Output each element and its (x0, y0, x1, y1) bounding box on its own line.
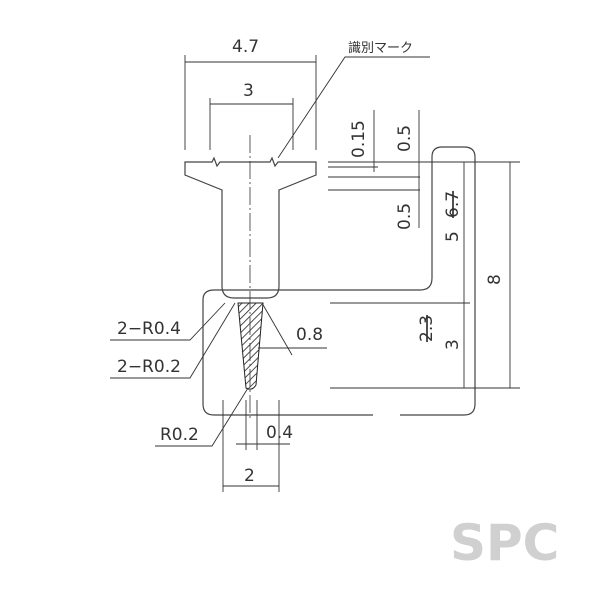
dim-2: 2 (244, 466, 255, 486)
dim-0.4: 0.4 (266, 423, 293, 443)
hatched-lip (237, 302, 264, 390)
leader-r04 (110, 302, 226, 341)
dim-lines-right (328, 110, 520, 389)
dim-0.8: 0.8 (296, 325, 323, 345)
profile-outline (184, 156, 317, 299)
dim-2.3: 2.3 (417, 315, 437, 342)
dim-2-R0.4: 2−R0.4 (117, 319, 181, 339)
dim-width-top (184, 55, 317, 150)
dim-5: 5 (443, 231, 463, 242)
leader-r02b (155, 387, 249, 447)
channel-outline (202, 146, 476, 416)
dim-2-R0.2: 2−R0.2 (117, 357, 181, 377)
dim-4.7: 4.7 (232, 37, 259, 57)
dim-lines-bottom (222, 400, 290, 492)
mark-label: 識別マーク (348, 41, 413, 56)
mark-leader (277, 56, 430, 159)
dim-3: 3 (243, 81, 254, 101)
dim-0.5-top: 0.5 (395, 125, 415, 152)
dim-0.15: 0.15 (349, 120, 369, 158)
dim-0.5-bottom: 0.5 (395, 203, 415, 230)
dim-R0.2: R0.2 (160, 425, 199, 445)
dim-3-vertical: 3 (443, 339, 463, 350)
spc-logo: SPC (450, 514, 559, 572)
dim-width-inner (209, 98, 294, 150)
leader-r02 (110, 302, 236, 379)
dim-6.7: 6.7 (443, 191, 463, 218)
dim-8: 8 (485, 274, 505, 285)
